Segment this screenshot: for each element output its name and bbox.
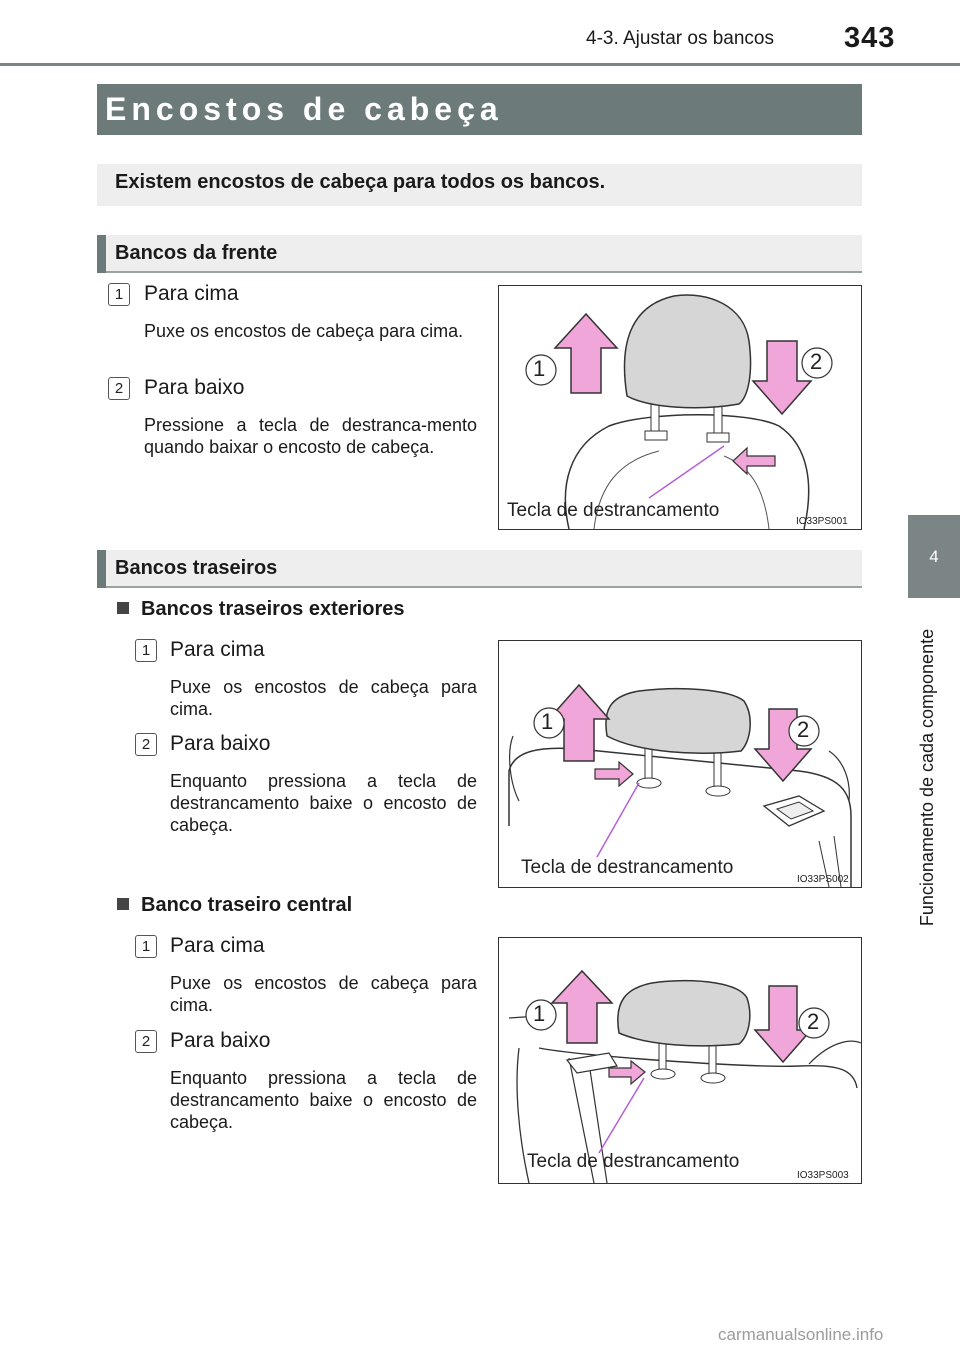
figure-callout-1: 1 bbox=[541, 709, 554, 734]
figure-rear-outer-headrest: 1 2 Tecla de destrancamento IO33PS002 bbox=[498, 640, 862, 888]
figure-front-headrest: 1 2 Tecla de destrancamento IO33PS001 bbox=[498, 285, 862, 530]
item-number: 2 bbox=[108, 377, 130, 400]
square-bullet-icon bbox=[117, 602, 129, 614]
headrest-illustration bbox=[525, 294, 833, 529]
section-heading-front-text: Bancos da frente bbox=[115, 242, 278, 264]
figure-label-release-button: Tecla de destrancamento bbox=[507, 500, 720, 521]
header-rule bbox=[0, 63, 960, 66]
subheading-text: Banco traseiro central bbox=[141, 894, 353, 916]
headrest-illustration bbox=[508, 969, 861, 1183]
figure-rear-center-headrest: 1 2 Tecla de destrancamento IO33PS003 bbox=[498, 937, 862, 1184]
subheading-text: Bancos traseiros exteriores bbox=[141, 598, 405, 620]
section-heading-rear: Bancos traseiros bbox=[97, 550, 862, 588]
intro-box bbox=[97, 164, 862, 206]
item-description: Puxe os encostos de cabeça para cima. bbox=[144, 321, 464, 341]
page-title: Encostos de cabeça bbox=[105, 91, 503, 127]
section-heading-front: Bancos da frente bbox=[97, 235, 862, 273]
section-heading-rear-text: Bancos traseiros bbox=[115, 557, 278, 579]
section-heading-bar bbox=[97, 235, 106, 273]
figure-callout-1: 1 bbox=[533, 356, 546, 381]
title-band bbox=[97, 84, 862, 135]
item-title: Para cima bbox=[144, 282, 239, 305]
item-number: 2 bbox=[135, 733, 157, 756]
square-bullet-icon bbox=[117, 898, 129, 910]
chapter-tab-label: Funcionamento de cada componente bbox=[917, 628, 937, 927]
item-title: Para cima bbox=[170, 638, 265, 661]
running-header: 4-3. Ajustar os bancos bbox=[586, 28, 774, 49]
figure-code: IO33PS003 bbox=[797, 1170, 849, 1181]
item-title: Para baixo bbox=[170, 732, 271, 755]
item-description: Puxe os encostos de cabeça para cima. bbox=[170, 677, 477, 719]
subheading-rear-outer: Bancos traseiros exteriores bbox=[117, 598, 404, 621]
watermark: carmanualsonline.info bbox=[718, 1325, 884, 1344]
item-description: Pressione a tecla de destranca-mento qua… bbox=[144, 415, 477, 457]
figure-code: IO33PS002 bbox=[797, 874, 849, 885]
figure-label-release-button: Tecla de destrancamento bbox=[527, 1151, 740, 1172]
figure-code: IO33PS001 bbox=[796, 516, 848, 527]
figure-label-release-button: Tecla de destrancamento bbox=[521, 857, 734, 878]
item-number: 1 bbox=[135, 935, 157, 958]
item-description: Enquanto pressiona a tecla de destrancam… bbox=[170, 1068, 477, 1132]
section-heading-bar bbox=[97, 550, 106, 588]
chapter-tab: 4 bbox=[908, 515, 960, 598]
figure-callout-2: 2 bbox=[807, 1009, 820, 1034]
item-number: 1 bbox=[108, 283, 130, 306]
item-description: Puxe os encostos de cabeça para cima. bbox=[170, 973, 477, 1015]
subheading-rear-center: Banco traseiro central bbox=[117, 894, 352, 917]
headrest-illustration bbox=[508, 683, 852, 887]
item-title: Para baixo bbox=[144, 376, 245, 399]
figure-callout-2: 2 bbox=[810, 349, 823, 374]
intro-text: Existem encostos de cabeça para todos os… bbox=[115, 171, 606, 193]
item-description: Enquanto pressiona a tecla de destrancam… bbox=[170, 771, 477, 835]
page-number: 343 bbox=[844, 22, 896, 54]
item-number: 2 bbox=[135, 1030, 157, 1053]
figure-callout-1: 1 bbox=[533, 1001, 546, 1026]
figure-callout-2: 2 bbox=[797, 717, 810, 742]
item-title: Para cima bbox=[170, 934, 265, 957]
item-title: Para baixo bbox=[170, 1029, 271, 1052]
item-number: 1 bbox=[135, 639, 157, 662]
